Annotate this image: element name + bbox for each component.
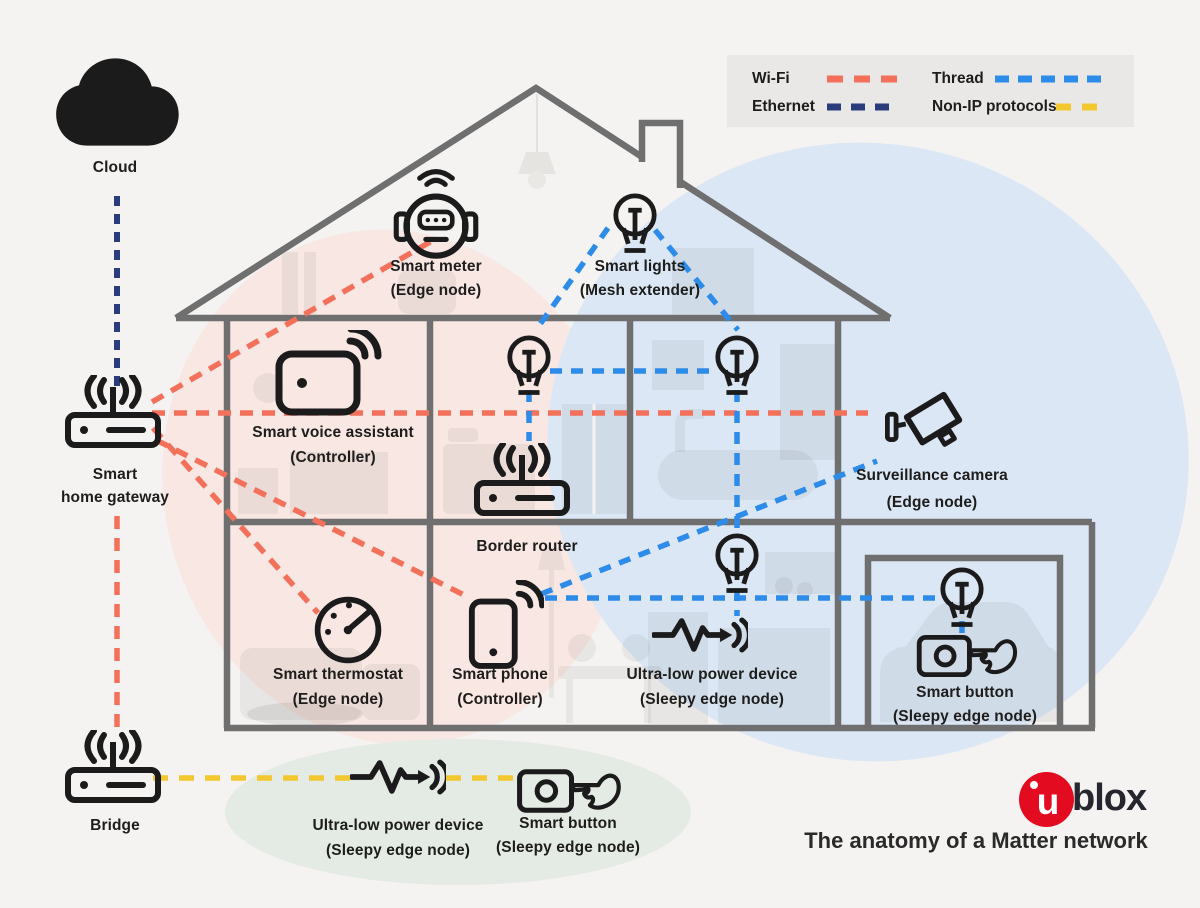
smart-button-outdoor-sublabel: (Sleepy edge node) (496, 839, 640, 856)
ublox-logo-u: u (1036, 780, 1060, 822)
smart-phone-label: Smart phone (452, 666, 548, 683)
wifi-links (114, 235, 868, 736)
thread-links (526, 226, 965, 637)
ulp-indoor-label: Ultra-low power device (626, 666, 798, 683)
ublox-logo-mark: u (1019, 772, 1074, 827)
smart-phone-sublabel: (Controller) (457, 691, 543, 708)
smart-button-indoor-sublabel: (Sleepy edge node) (893, 708, 1037, 725)
bridge-router-icon (68, 731, 158, 800)
camera-sublabel: (Edge node) (886, 494, 978, 511)
smart-meter-sublabel: (Edge node) (390, 282, 482, 299)
pendant-lamp (518, 94, 556, 189)
smart-button-indoor-label: Smart button (916, 684, 1014, 701)
footer-title: The anatomy of a Matter network (804, 828, 1148, 853)
smart-button-outdoor-label: Smart button (519, 815, 617, 832)
gateway-label-line1: Smart (92, 466, 138, 483)
border-router-label: Border router (476, 538, 578, 555)
thermostat-sublabel: (Edge node) (292, 691, 384, 708)
connection-lines (114, 196, 965, 781)
cloud-icon (56, 58, 179, 146)
legend-label-wifi: Wi-Fi (752, 70, 790, 87)
ulp-outdoor-label: Ultra-low power device (312, 817, 484, 834)
smart-lights-sublabel: (Mesh extender) (579, 282, 701, 299)
voice-assistant-label: Smart voice assistant (252, 424, 414, 441)
smart-meter-label: Smart meter (390, 258, 482, 275)
ulp-outdoor-sublabel: (Sleepy edge node) (326, 842, 470, 859)
smart-lights-label: Smart lights (594, 258, 686, 275)
cloud-label: Cloud (92, 159, 138, 176)
thermostat-label: Smart thermostat (273, 666, 403, 683)
legend-label-nonip: Non-IP protocols (932, 98, 1057, 115)
legend-label-thread: Thread (932, 70, 984, 87)
furniture-silhouettes (238, 248, 1062, 726)
ulp-indoor-sublabel: (Sleepy edge node) (640, 691, 784, 708)
bridge-label: Bridge (90, 817, 140, 834)
gateway-router-icon (68, 376, 158, 445)
legend-panel (727, 55, 1134, 127)
legend-label-ethernet: Ethernet (752, 98, 815, 115)
voice-assistant-sublabel: (Controller) (290, 449, 376, 466)
legend-swatches (827, 75, 1110, 111)
ublox-logo-dot (1030, 781, 1038, 789)
camera-label: Surveillance camera (856, 467, 1008, 484)
gateway-label-line2: home gateway (60, 489, 170, 506)
ublox-logo-text: blox (1072, 777, 1147, 819)
